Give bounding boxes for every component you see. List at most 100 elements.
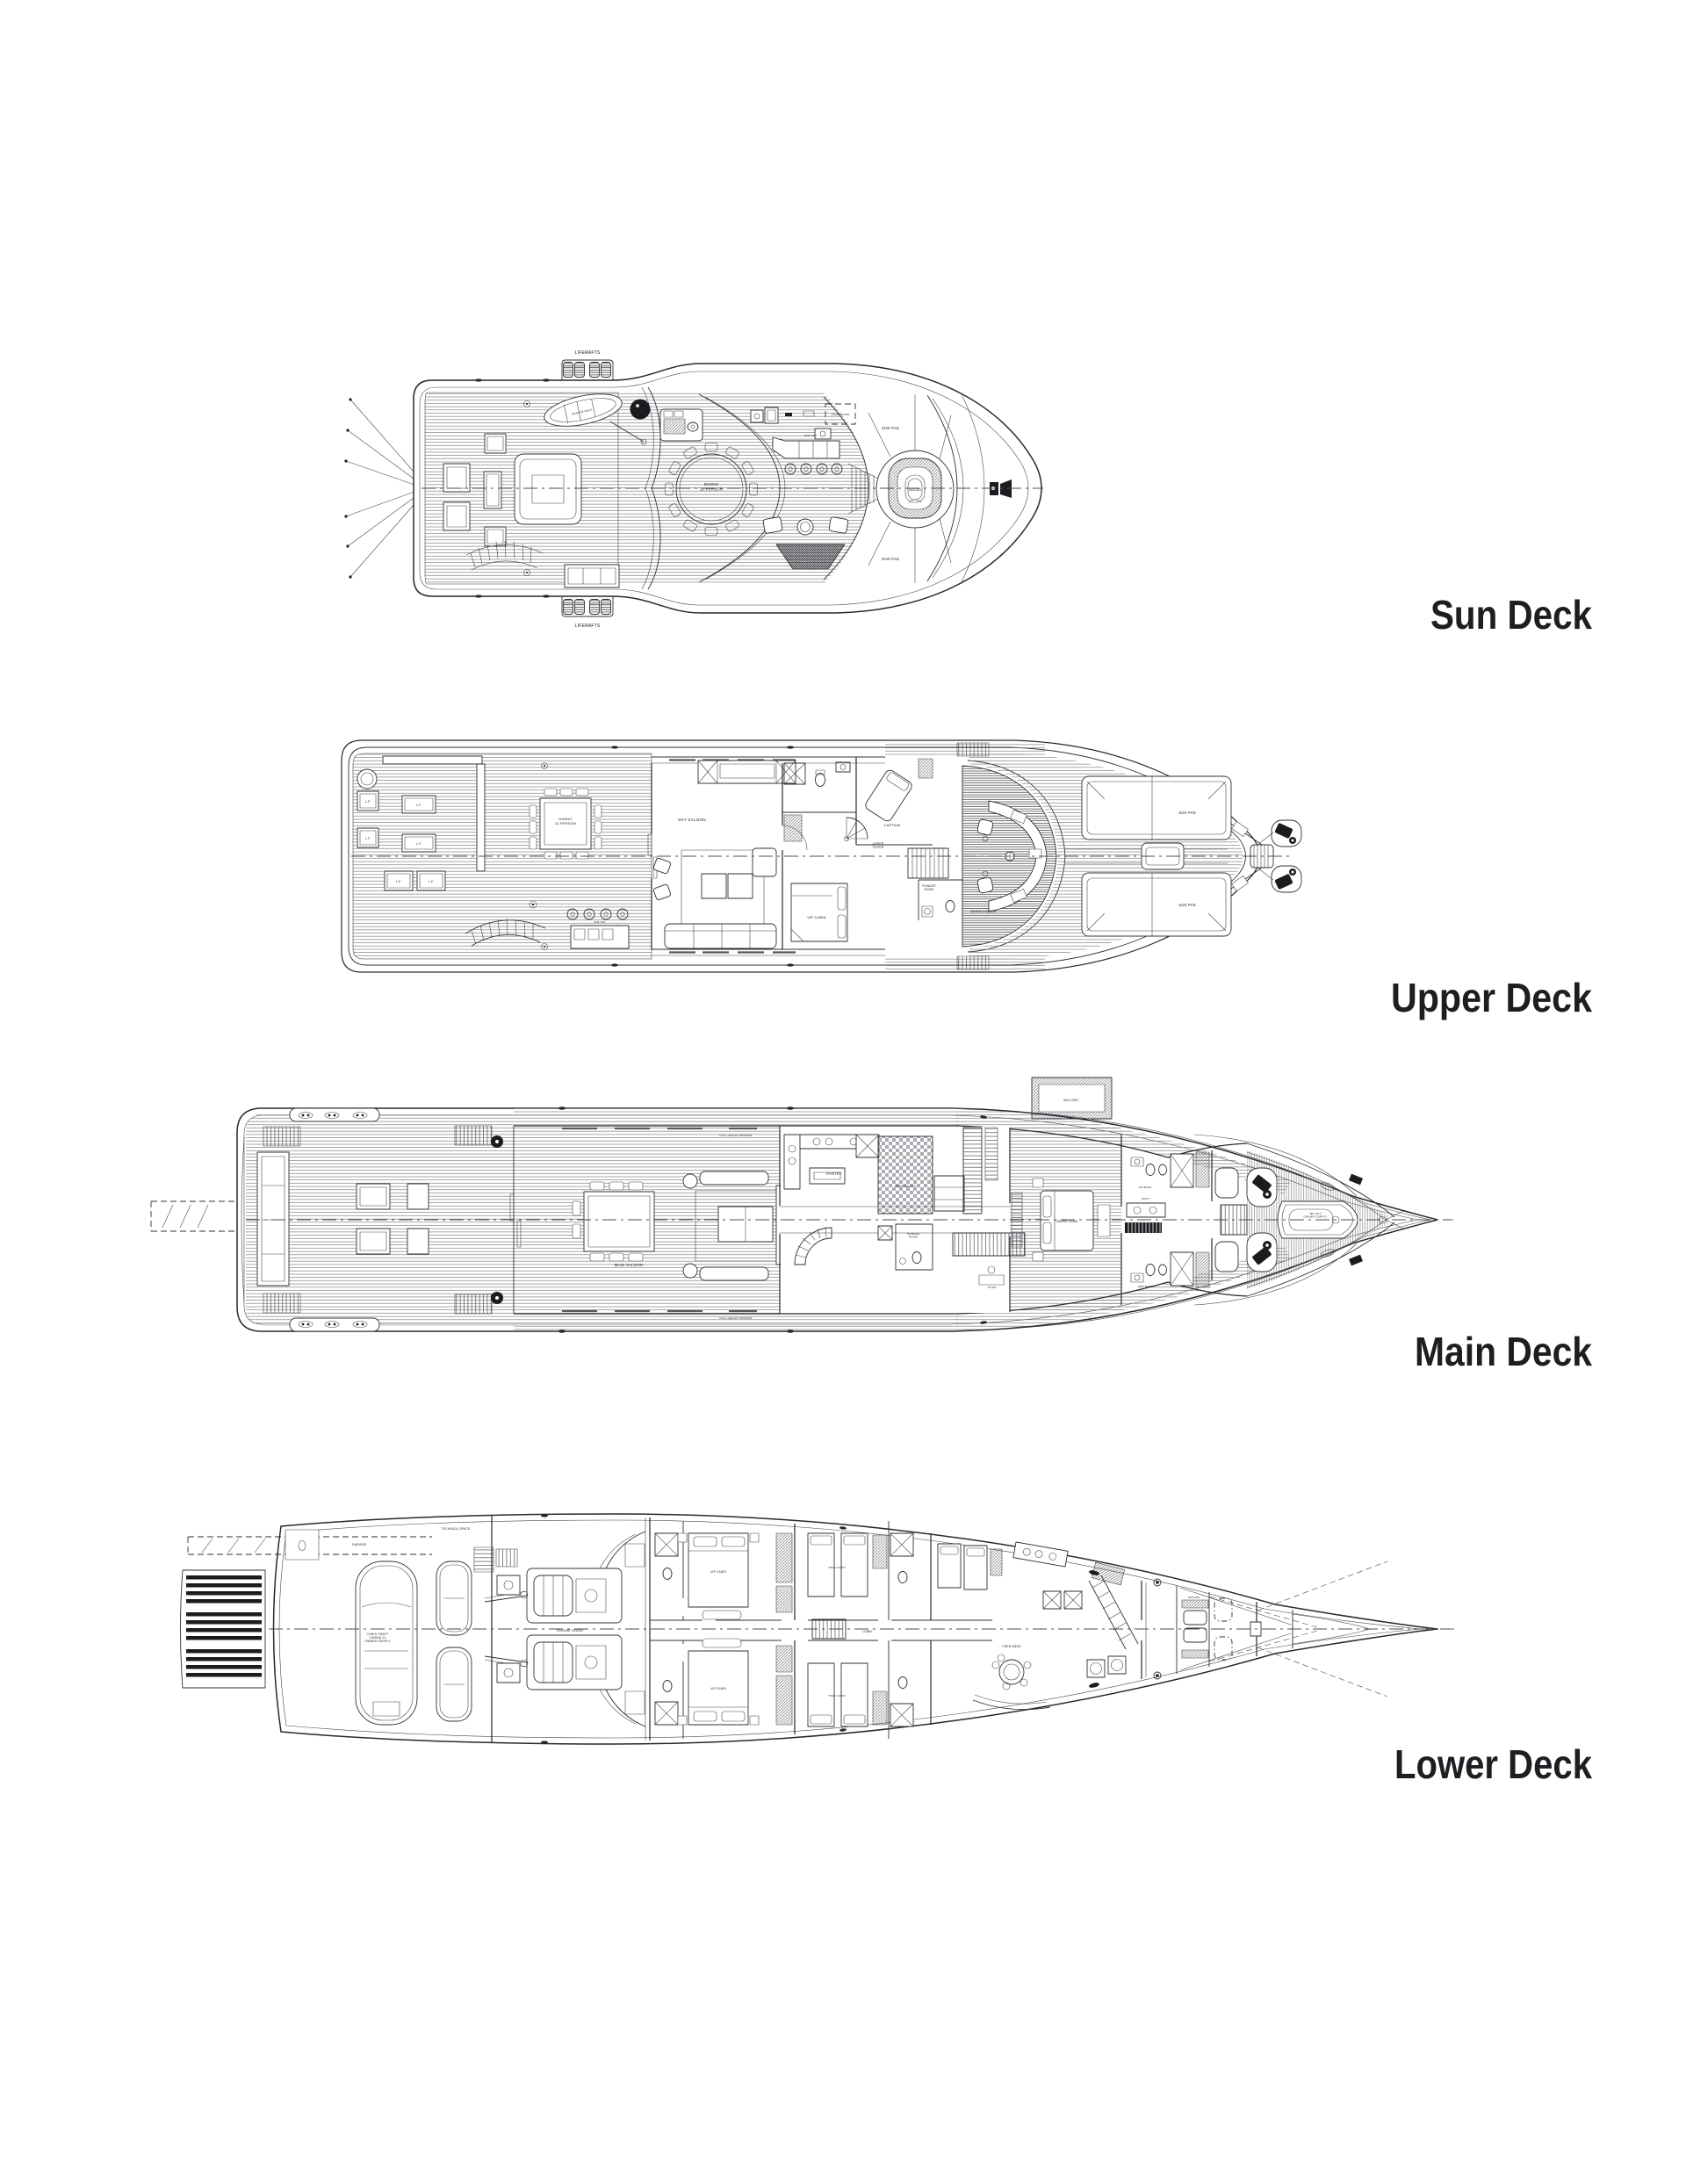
main-deck-cleats: [558, 1106, 987, 1333]
plan-annotation: GARAGE: [352, 1543, 367, 1546]
lower-deck-label: Lower Deck: [1394, 1741, 1592, 1787]
upper-deck-aft-furniture: [357, 755, 630, 949]
sun-deck-dining-table: [665, 443, 758, 536]
sun-deck-bar-consoles: [659, 403, 856, 475]
main-deck-superstructure: [509, 1125, 1248, 1315]
upper-deck-hatches: [541, 762, 548, 950]
plan-annotation: HIS BATH: [1139, 1186, 1152, 1189]
main-deck-label: Main Deck: [1415, 1329, 1592, 1374]
plan-annotation: VIP CABIN: [807, 915, 826, 919]
plan-annotation: SUB TOP: [594, 920, 605, 924]
plan-annotation: TWIN CABIN: [828, 1694, 846, 1697]
main-deck-bathrooms: [1125, 1150, 1213, 1288]
main-deck-plan: BALCONY FULL HEIGHT WINDOW FULL HEIGHT WIN…: [150, 1077, 1453, 1333]
plan-annotation: OWNER CABIN: [1056, 1220, 1078, 1223]
main-deck-hull-outline: [236, 1107, 1438, 1332]
plan-annotation: L.F.: [416, 804, 422, 807]
lower-deck-vip-cabins: [650, 1521, 796, 1739]
plan-annotation: CREW MESS: [1002, 1645, 1020, 1648]
plan-annotation: L.F.: [365, 800, 371, 804]
sun-deck-label: Sun Deck: [1430, 592, 1592, 638]
plan-annotation: WHEELHOUSE: [970, 910, 996, 913]
sun-deck-antennas: [344, 398, 415, 579]
sun-deck-liferafts-top: [561, 359, 614, 380]
upper-deck-cleats: [611, 746, 794, 967]
plan-annotation: MAIN GALLEY: [895, 1185, 917, 1188]
plan-annotation: STUDY: [988, 1286, 998, 1289]
upper-deck-foredeck: [969, 753, 1302, 959]
plan-annotation: SUN PAD: [1178, 903, 1196, 907]
upper-deck-superstructure: [647, 756, 885, 956]
plan-annotation: SUN PAD: [1178, 811, 1196, 815]
lower-deck-engine-room: [484, 1517, 651, 1741]
plan-annotation: LIFERAFTS: [575, 623, 601, 629]
sun-deck-aft-seating: [443, 433, 620, 588]
sun-deck-lounge: [762, 516, 849, 570]
plan-annotation: LIFERAFTS: [575, 350, 601, 356]
plan-annotation: PANTRY: [826, 1171, 842, 1176]
plan-annotation: VANITY: [1142, 1197, 1150, 1200]
plan-annotation: BALCONY: [1063, 1099, 1079, 1102]
lower-deck-crew-area: [931, 1541, 1147, 1711]
plan-annotation: MAIN SALOON: [615, 1263, 644, 1267]
plan-annotation: CAPTAIN: [884, 823, 900, 827]
plan-annotation: VIP CABIN: [710, 1687, 726, 1690]
upper-deck-captain-cabin: [844, 757, 962, 920]
plan-annotation: L.F.: [396, 880, 402, 883]
plan-annotation: TWIN CABIN: [828, 1566, 846, 1569]
sun-deck-hull-outline: [413, 363, 1042, 614]
lower-deck-twin-cabins: [807, 1521, 932, 1739]
lower-deck-cleats: [541, 1514, 847, 1744]
plan-annotation: HER BATH: [1138, 1285, 1152, 1288]
sun-deck-hatches: [523, 400, 530, 576]
plan-annotation: TECHNICAL SPACE: [442, 1527, 470, 1531]
bow-winch: [990, 479, 1021, 498]
lower-deck-swim-platform: [180, 1569, 266, 1689]
radar-dome: [630, 399, 651, 420]
plan-annotation: SKY SALOON: [678, 818, 706, 822]
plan-annotation: ENGINE ROOM: [557, 1629, 583, 1633]
plan-annotation: L.F.: [429, 880, 435, 883]
plan-annotation: FULL HEIGHT WINDOW: [720, 1134, 753, 1137]
sun-deck-liferafts-bottom: [561, 596, 614, 617]
upper-deck-sky-saloon: [653, 760, 796, 949]
main-deck-balcony: [1031, 1077, 1113, 1120]
sun-deck-tender: [544, 393, 651, 445]
plan-annotation: FULL HEIGHT WINDOW: [720, 1316, 753, 1320]
plan-annotation: VIP CABIN: [710, 1570, 726, 1574]
main-deck-aft-deck: [256, 1107, 503, 1332]
upper-deck-label: Upper Deck: [1391, 975, 1592, 1020]
plan-annotation: L.F.: [416, 842, 422, 846]
sun-deck-cleats: [475, 378, 550, 598]
main-deck-owner-cabin: [978, 1128, 1122, 1312]
plan-annotation: SUN PAD: [882, 426, 899, 430]
plan-annotation: CLIMB WATER: [832, 413, 850, 416]
main-deck-saloon: [572, 1171, 788, 1281]
plan-annotation: BAR TOP: [804, 434, 817, 437]
plan-annotation: JACUZZI: [909, 488, 922, 492]
main-deck-passerelle: [150, 1200, 237, 1232]
lower-deck-hull-outline: [272, 1513, 1438, 1745]
main-deck-annotations: BALCONY FULL HEIGHT WINDOW FULL HEIGHT WIN…: [615, 1099, 1328, 1320]
plan-annotation: RESCUE BOAT: [572, 408, 593, 416]
lower-deck-garage: [285, 1516, 494, 1742]
plan-annotation: L.F.: [365, 837, 371, 840]
upper-deck-vip-cabin: [782, 761, 856, 949]
plan-annotation: ESCAPE: [1188, 1596, 1200, 1599]
lower-deck-forepeak: [1089, 1561, 1388, 1697]
sun-deck-bow-section: [823, 392, 1021, 585]
